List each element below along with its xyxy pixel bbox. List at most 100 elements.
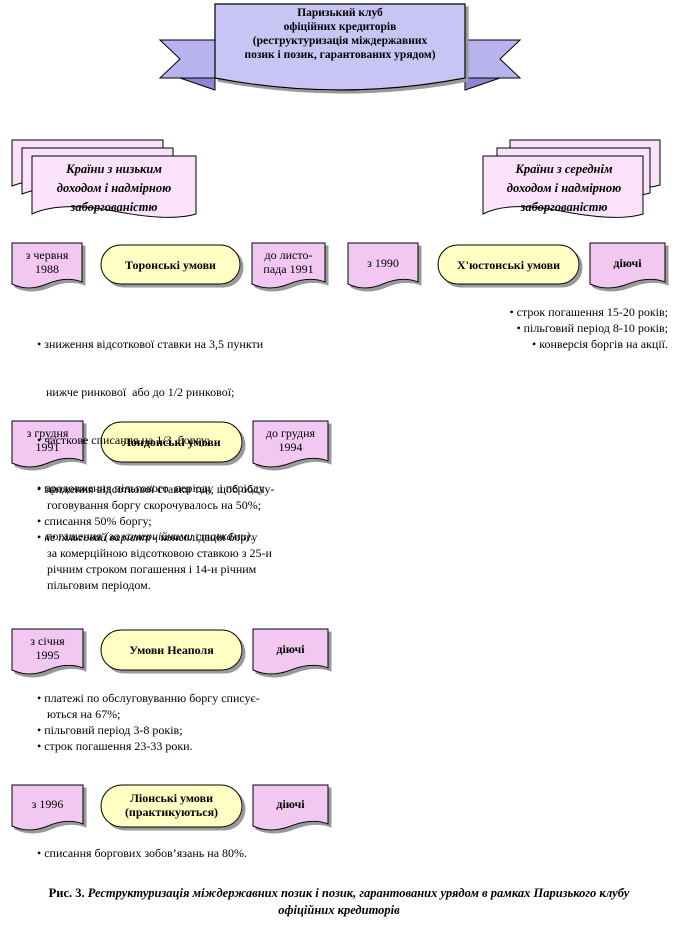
condition-text: строк погашення 23-33 роки.	[44, 739, 193, 753]
low-income-title: Країни з низьким доходом і надмірною заб…	[34, 160, 194, 217]
group-line: заборгованістю	[520, 200, 608, 214]
houston-oval	[437, 244, 580, 285]
terms-line: Умови Неаполя	[129, 643, 214, 657]
date-line: 1988	[35, 262, 59, 276]
terms-line: Лондонські умови	[122, 435, 221, 449]
condition-line: • пільговий період 8-10 років;	[516, 321, 668, 335]
condition-line: погашення (за комерційними ставками).	[37, 528, 327, 544]
condition-text: платежі по обслуговуванню боргу списує-	[44, 691, 260, 705]
date-line: 1991	[35, 440, 60, 454]
date-line: до грудня	[265, 426, 316, 440]
middle-income-title: Країни з середнім доходом і надмірною за…	[484, 160, 644, 217]
lyon-oval	[100, 784, 243, 828]
date-line: з 1990	[367, 256, 399, 270]
terms-line: Х'юстонські умови	[456, 258, 561, 272]
condition-note: (за комерційними ставками)	[104, 529, 251, 543]
toronto-from-flag	[11, 242, 83, 289]
figure-caption: Рис. 3. Реструктуризація міждержавних по…	[20, 885, 658, 919]
group-line: доходом і надмірною	[506, 181, 622, 195]
houston-from-flag	[347, 242, 419, 289]
group-line: Країни з низьким	[66, 162, 162, 176]
condition-line: • строк погашення 15-20 років;	[509, 305, 668, 319]
condition-line: нижче ринкової або до 1/2 ринкової;	[37, 385, 235, 399]
terms-line: Торонські умови	[125, 258, 216, 272]
date-line: діючі	[276, 642, 305, 656]
banner-line: позик і позик, гарантованих урядом)	[244, 49, 436, 61]
condition-line: • не пільговий варіант - консолідація бо…	[37, 530, 258, 544]
condition-text: .	[250, 529, 254, 543]
lyon-from-label: з 1996	[12, 797, 83, 811]
condition-text: - консолідація боргу	[150, 530, 258, 544]
toronto-to-label: до листо- пада 1991	[252, 248, 325, 276]
condition-line: пільговим періодом.	[47, 578, 151, 592]
banner-line: офіційних кредиторів	[283, 21, 397, 33]
condition-line: • продовження пільгового періоду і періо…	[37, 481, 265, 495]
group-line: доходом і надмірною	[56, 181, 172, 195]
condition-line: річним строком погашення і 14-и річним	[47, 562, 257, 576]
date-line: з грудня	[26, 426, 69, 440]
condition-note: не пільговий варіант	[44, 530, 151, 544]
middle-income-stack	[482, 139, 661, 218]
condition-text: погашення	[37, 529, 102, 543]
houston-to-label: діючі	[590, 256, 665, 270]
banner-ribbon	[158, 3, 522, 91]
condition-line: • часткове списання на 1/3 боргу;	[37, 433, 210, 447]
condition-text: зниження відсоткової ставки так, щоб обс…	[44, 482, 275, 496]
london-to-flag	[252, 420, 329, 468]
caption-text: Реструктуризація міждержавних позик і по…	[84, 886, 630, 917]
condition-line: гоговування боргу скорочувалось на 50%;	[47, 498, 262, 512]
naples-to-flag	[252, 628, 329, 675]
condition-text: списання 50% боргу;	[44, 514, 152, 528]
date-line: 1995	[35, 648, 60, 662]
london-conditions: • зниження відсоткової ставки так, щоб о…	[37, 481, 337, 593]
group-line: заборгованістю	[70, 200, 158, 214]
naples-terms-label: Умови Неаполя	[101, 643, 242, 657]
naples-from-label: з січня 1995	[12, 634, 83, 662]
toronto-terms-label: Торонські умови	[101, 258, 240, 272]
date-line: діючі	[613, 256, 642, 270]
toronto-oval	[100, 244, 241, 285]
condition-text: пільговий період 3-8 років;	[44, 723, 183, 737]
date-line: діючі	[276, 797, 305, 811]
date-line: з червня	[25, 248, 69, 262]
date-line: до листо-	[264, 248, 313, 262]
houston-terms-label: Х'юстонські умови	[438, 258, 579, 272]
london-from-label: з грудня 1991	[12, 426, 83, 454]
lyon-to-label: діючі	[253, 797, 328, 811]
condition-line: • пільговий період 3-8 років;	[37, 723, 183, 737]
condition-line: • зниження відсоткової ставки на 3,5 пун…	[37, 337, 264, 351]
condition-line: • конверсія боргів на акції.	[532, 337, 668, 351]
naples-from-flag	[11, 628, 84, 675]
lyon-to-flag	[252, 784, 329, 831]
condition-line: ються на 67%;	[47, 707, 121, 721]
condition-line: • списання 50% боргу;	[37, 514, 152, 528]
lyon-conditions: • списання боргових зобов’язань на 80%.	[37, 845, 337, 861]
lyon-from-flag	[11, 784, 84, 831]
date-line: пада 1991	[263, 262, 314, 276]
houston-conditions: • строк погашення 15-20 років; • пільгов…	[400, 304, 668, 352]
london-oval	[100, 421, 243, 463]
low-income-stack	[11, 139, 197, 218]
condition-line: • строк погашення 23-33 роки.	[37, 739, 193, 753]
houston-to-flag	[589, 242, 666, 289]
toronto-from-label: з червня 1988	[12, 248, 82, 276]
condition-line: • списання боргових зобов’язань на 80%.	[37, 846, 248, 860]
banner-title: Паризький клуб офіційних кредиторів (рес…	[215, 6, 465, 62]
caption-lead: Рис. 3.	[48, 886, 85, 900]
condition-line: • платежі по обслуговуванню боргу списує…	[37, 691, 260, 705]
banner-line: (реструктуризація міждержавних	[252, 35, 428, 47]
group-line: Країни з середнім	[515, 162, 613, 176]
terms-line: Ліонські умови	[129, 791, 214, 805]
date-line: 1994	[278, 440, 303, 454]
condition-line: • зниження відсоткової ставки так, щоб о…	[37, 482, 275, 496]
condition-text: списання боргових зобов’язань на 80%.	[44, 846, 248, 860]
condition-line: за комерційною відсотковою ставкою з 25-…	[47, 546, 272, 560]
toronto-conditions: • зниження відсоткової ставки на 3,5 пун…	[37, 304, 327, 560]
banner-line: Паризький клуб	[297, 7, 383, 19]
date-line: з 1996	[31, 797, 64, 811]
naples-conditions: • платежі по обслуговуванню боргу списує…	[37, 690, 337, 754]
naples-to-label: діючі	[253, 642, 328, 656]
date-line: з січня	[30, 634, 65, 648]
terms-line: (практикуються)	[124, 805, 219, 819]
